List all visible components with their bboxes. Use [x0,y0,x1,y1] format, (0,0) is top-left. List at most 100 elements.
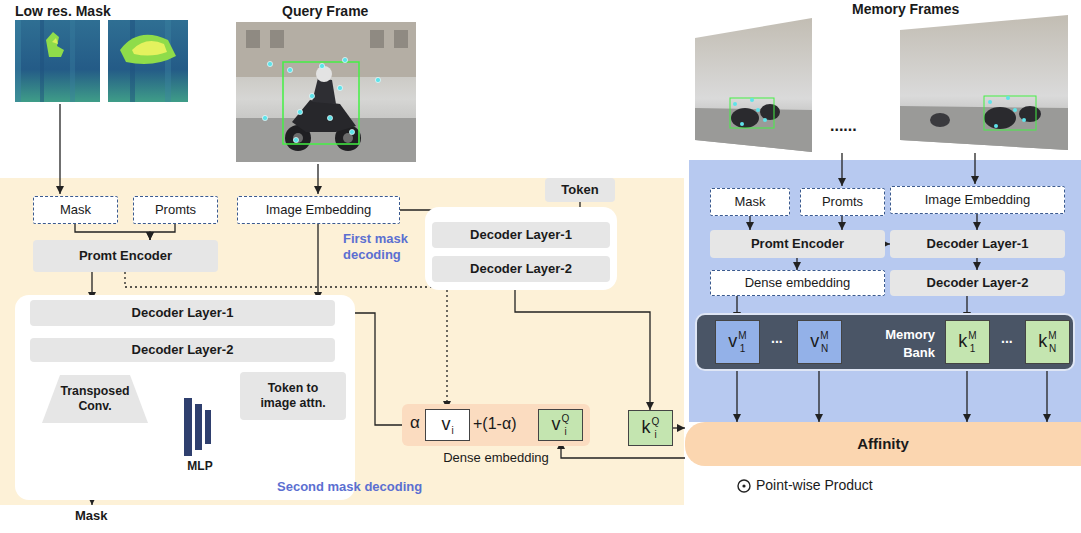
figure-heading: Low res. Mask [15,3,111,20]
memory-value: vMN [797,320,842,364]
superscript: M [1048,331,1056,341]
subscript: i [562,427,570,437]
caption-text: Second mask decoding [277,479,422,495]
symbol-letter: v [441,414,450,436]
affinity-bar: Affinity [685,422,1081,466]
node-label: Mask [734,194,765,210]
dense-embedding-box: α+(1-α)Dense embeddingvivQi [402,404,590,446]
caption-text: Memory Bank [867,326,935,362]
input-box: Mask [33,196,118,224]
memory-bank: Memory BankvM1vMNkM1kMN [695,313,1075,371]
embedding-vector: vi [425,409,470,441]
decoder-layer: Decoder Layer-1 [30,300,335,326]
connector [796,258,797,270]
node-label: Decoder Layer-1 [132,305,234,321]
node-label: Image Embedding [266,202,372,218]
connector [1046,364,1047,422]
connector [736,364,737,422]
decoder-layer: Decoder Layer-1 [890,230,1065,258]
node-label: Decoder Layer-2 [470,261,572,277]
node-label: Dense embedding [745,275,851,291]
mlp-block: MLP [180,395,220,477]
memory-key: kM 1 [945,320,990,364]
connector [976,258,977,270]
mlp-bars [180,395,220,459]
symbol-letter: v [552,414,561,436]
figure-heading: Memory Frames [852,1,959,18]
connector [818,364,819,422]
superscript: M [820,331,828,341]
input-box: Mask [710,188,790,216]
subscript: i [652,430,660,440]
superscript: M [738,331,746,341]
node-label: Promts [822,194,863,210]
caption-text: MLP [180,459,220,473]
node-label: Mask [60,202,91,218]
caption-text: Dense embedding [402,450,590,466]
decoder-layer: Decoder Layer-2 [432,256,610,282]
input-box: Promts [133,196,218,224]
caption-text: First mask decoding [343,231,423,262]
symbol-letter: k [642,417,651,439]
embedding-vector: vQi [538,409,583,441]
node-label: Decoder Layer-1 [927,236,1029,252]
connector [749,216,750,230]
output-label: Mask [75,508,108,524]
symbol-letter: v [728,331,737,353]
symbol-letter: k [1038,331,1047,353]
legend-sample [736,478,752,494]
subscript: 1 [968,344,976,354]
subscript: i [451,426,453,436]
caption-text: +(1-α) [473,414,516,433]
decoder-panel: First mask decodingDecoder Layer-1Decode… [425,207,617,290]
connector [841,216,842,230]
connector [317,224,318,300]
connector [966,364,967,422]
superscript: Q [652,417,660,427]
node-label: Promts [155,202,196,218]
encoder-box: Promt Encoder [33,240,218,272]
figure-heading: Query Frame [282,3,368,20]
decoder-layer: Decoder Layer-1 [432,222,610,248]
symbol-letter: v [810,331,819,353]
ellipsis: ... [1001,330,1013,347]
node-label: Promt Encoder [79,248,172,264]
node-label: Promt Encoder [751,236,844,252]
query-key: kQi [628,410,673,446]
attention-box: Token to image attn. [240,372,346,420]
decoder-layer: Decoder Layer-2 [890,270,1065,296]
node-label: Transposed Conv. [54,384,136,414]
memory-value: vM 1 [715,320,760,364]
input-box: Image Embedding [237,196,400,224]
caption-text: α [410,413,420,433]
superscript: Q [562,414,570,424]
ellipsis: ...... [830,116,857,135]
connector [150,224,175,240]
node-label: Image Embedding [925,192,1031,208]
connector [515,282,650,410]
connector [75,224,150,240]
superscript: M [968,331,976,341]
decoder-layer: Decoder Layer-2 [30,338,335,362]
decoder-panel: Second mask decodingDecoder Layer-1Decod… [15,295,355,500]
node-label: Token to image attn. [249,381,337,411]
node-label: Decoder Layer-2 [927,275,1029,291]
node-label: Affinity [857,435,909,453]
connector [976,214,977,230]
encoder-box: Promt Encoder [710,230,885,258]
subscript: N [820,344,828,354]
legend-text: Point-wise Product [756,477,873,494]
node-label: Token [561,182,598,198]
connector [673,427,685,428]
subscript: N [1048,344,1056,354]
node-label: Decoder Layer-2 [132,342,234,358]
input-box: Promts [800,188,885,216]
symbol-letter: k [958,331,967,353]
subscript: 1 [738,344,746,354]
upsample-trapezoid: Transposed Conv. [42,375,148,423]
memory-key: kMN [1025,320,1070,364]
node-label: Decoder Layer-1 [470,227,572,243]
input-box: Image Embedding [890,186,1065,214]
ellipsis: ... [771,330,783,347]
